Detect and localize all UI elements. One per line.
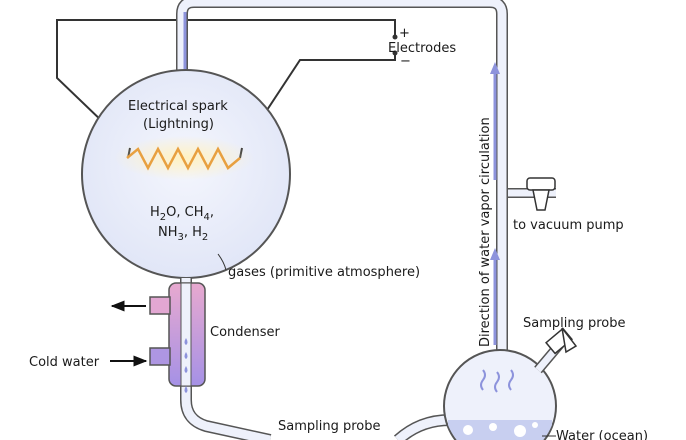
right-sampling-probe <box>534 327 578 374</box>
electrode-terminals <box>392 34 398 56</box>
water-bubbles <box>463 422 538 437</box>
vacuum-stopcock <box>508 177 556 211</box>
ocean-water <box>448 420 552 440</box>
electrode-wires <box>56 19 396 149</box>
electrodes-label: Electrodes <box>388 41 456 56</box>
plus-sign: + <box>399 26 410 41</box>
gases-formula-line2: NH3, H2 <box>158 225 208 243</box>
water-ocean-label: Water (ocean) <box>556 429 648 440</box>
steam-lines <box>480 369 514 393</box>
cold-water-label: Cold water <box>29 355 100 370</box>
sampling-probe-bottom-label: Sampling probe <box>278 419 381 434</box>
spark-label-line2: (Lightning) <box>143 117 214 132</box>
flow-arrows-up <box>490 62 500 345</box>
vacuum-pump-label: to vacuum pump <box>513 218 624 233</box>
gases-formula-line1: H2O, CH4, <box>150 205 214 223</box>
spark-zigzag <box>126 146 241 171</box>
minus-sign: − <box>400 54 411 69</box>
spark-label-line1: Electrical spark <box>128 99 228 114</box>
circulation-label: Direction of water vapor circulation <box>478 117 493 347</box>
gases-atmosphere-label: gases (primitive atmosphere) <box>228 265 420 280</box>
sampling-probe-right-label: Sampling probe <box>523 316 626 331</box>
condensate-drops <box>184 338 188 393</box>
gases-leader-line <box>217 253 227 271</box>
condenser <box>149 282 206 387</box>
condenser-label: Condenser <box>210 325 281 340</box>
boiling-flask <box>443 349 557 440</box>
